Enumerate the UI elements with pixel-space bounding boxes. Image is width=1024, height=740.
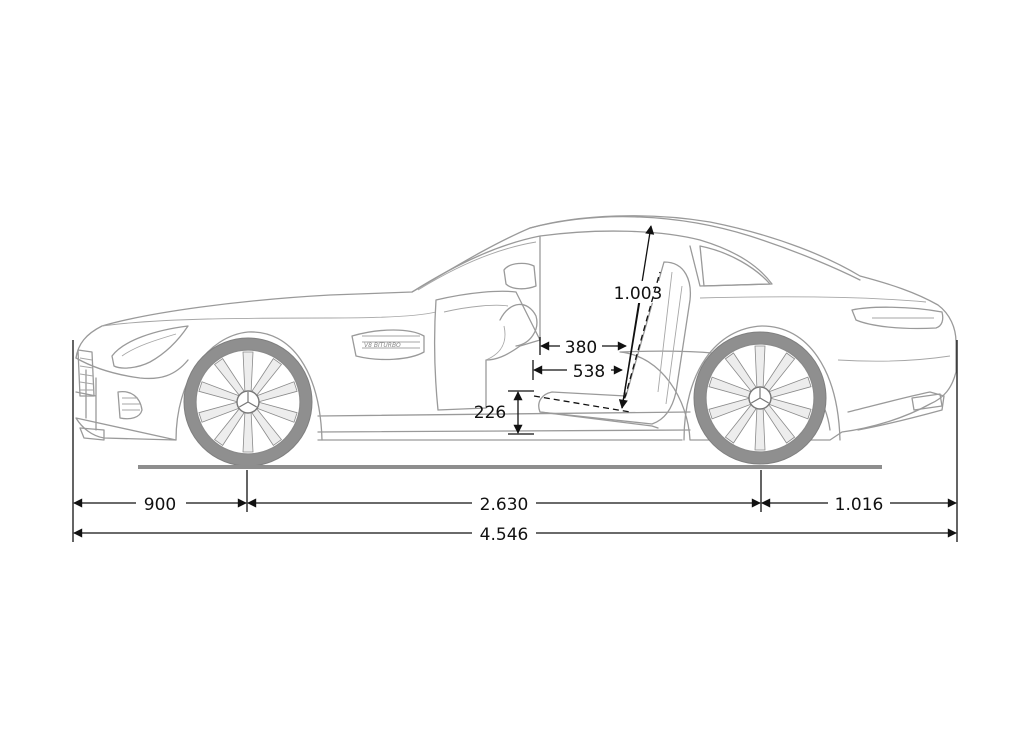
rear-quarter-window — [699, 245, 771, 287]
dim-rear-overhang: 1.016 — [761, 492, 957, 515]
driver-seat — [538, 261, 692, 429]
open-door — [434, 290, 541, 411]
exhaust-tip — [911, 393, 943, 411]
taillight — [851, 306, 944, 330]
seat-depth-short-label: 380 — [565, 338, 597, 358]
front-splitter — [79, 427, 105, 441]
dim-overall-length: 4.546 — [73, 522, 957, 545]
wheelbase-label: 2.630 — [480, 495, 529, 515]
side-vent: V8 BITURBO — [351, 329, 425, 361]
roof-line — [529, 216, 861, 281]
side-mirror — [503, 262, 537, 290]
dim-headroom: 1.003 — [610, 225, 666, 409]
rear-overhang-label: 1.016 — [835, 495, 884, 515]
front-bumper — [75, 357, 189, 431]
car-side-view: V8 BITURBO — [75, 215, 957, 441]
headlight — [111, 325, 189, 369]
steering-wheel — [499, 303, 538, 347]
dim-seat-depth-long: 538 — [532, 271, 661, 413]
side-vent-badge: V8 BITURBO — [364, 342, 401, 349]
front-wheel-arch — [175, 331, 323, 441]
windshield — [417, 241, 537, 291]
rear-shoulder — [699, 296, 927, 303]
rear-wheel-arch — [683, 325, 841, 441]
dim-wheelbase: 2.630 — [247, 492, 761, 515]
dim-seat-height: 226 — [474, 390, 534, 435]
seat-depth-long-label: 538 — [573, 362, 605, 382]
hood-line — [101, 311, 437, 327]
extension-lines — [72, 340, 958, 542]
front-overhang-label: 900 — [144, 495, 176, 515]
front-intake — [117, 390, 143, 420]
rear-diffuser — [847, 391, 945, 431]
side-skirt — [317, 411, 691, 433]
overall-length-label: 4.546 — [480, 525, 529, 545]
dim-front-overhang: 900 — [73, 492, 247, 515]
seat-height-label: 226 — [474, 403, 506, 423]
headroom-label: 1.003 — [614, 284, 663, 304]
window-frame — [411, 230, 773, 341]
front-wheel — [183, 337, 313, 467]
dim-seat-depth-short: 380 — [539, 335, 627, 358]
front-grille — [77, 349, 95, 397]
rear-wheel — [693, 331, 827, 465]
